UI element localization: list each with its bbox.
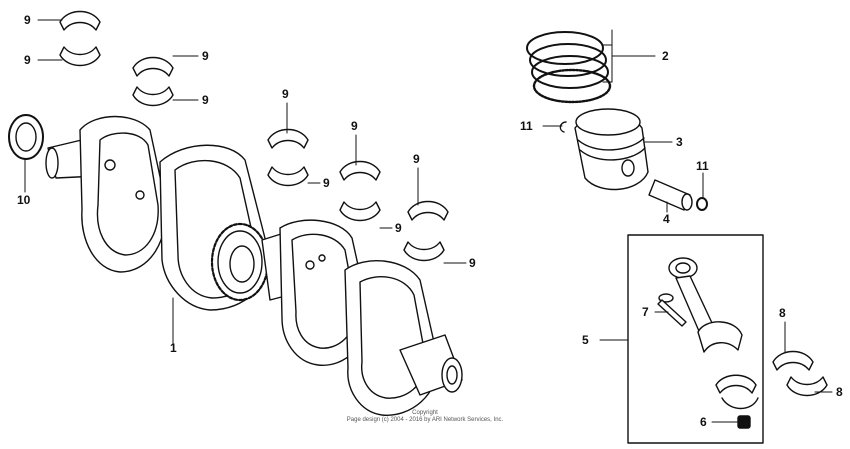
callout-part-4: 4 (663, 212, 670, 226)
callout-part-9: 9 (469, 256, 476, 270)
callout-part-10: 10 (17, 193, 31, 207)
piston-rings-drawing (526, 31, 612, 104)
callout-part-9: 9 (202, 49, 209, 63)
callout-part-2: 2 (662, 49, 669, 63)
callout-part-9: 9 (351, 119, 358, 133)
leader-lines (24, 19, 833, 423)
callout-part-11: 11 (520, 119, 533, 133)
copyright-line-2: Page design (c) 2004 - 2016 by ARI Netwo… (346, 417, 504, 423)
crankshaft-drawing (45, 115, 463, 416)
callout-part-9: 9 (395, 221, 402, 235)
callout-part-9: 9 (413, 152, 420, 166)
conrod-bearings-drawing (772, 350, 828, 397)
conrod-bolt-drawing (657, 293, 687, 327)
callout-part-9: 9 (24, 13, 31, 27)
copyright-notice: Copyright Page design (c) 2004 - 2016 by… (300, 410, 550, 424)
callout-part-11: 11 (696, 159, 709, 173)
oil-seal-drawing (8, 114, 44, 160)
callout-part-6: 6 (700, 415, 707, 429)
callout-part-9: 9 (323, 176, 330, 190)
callout-part-8: 8 (836, 385, 843, 399)
conrod-box (627, 234, 764, 444)
callout-part-9: 9 (24, 53, 31, 67)
callout-part-7: 7 (642, 305, 649, 319)
conrod-nut-drawing (737, 415, 751, 429)
callout-part-8: 8 (779, 306, 786, 320)
piston-drawing (574, 108, 649, 191)
callout-part-1: 1 (170, 341, 177, 355)
callout-part-9: 9 (282, 87, 289, 101)
copyright-line-1: Copyright (412, 410, 438, 416)
connecting-rod-drawing (668, 257, 759, 410)
timing-gear-drawing (210, 222, 270, 302)
piston-pin-drawing (648, 179, 693, 211)
callout-part-3: 3 (676, 135, 683, 149)
callout-part-5: 5 (582, 333, 589, 347)
callout-part-9: 9 (202, 93, 209, 107)
bearing-shells-drawing (59, 10, 449, 262)
